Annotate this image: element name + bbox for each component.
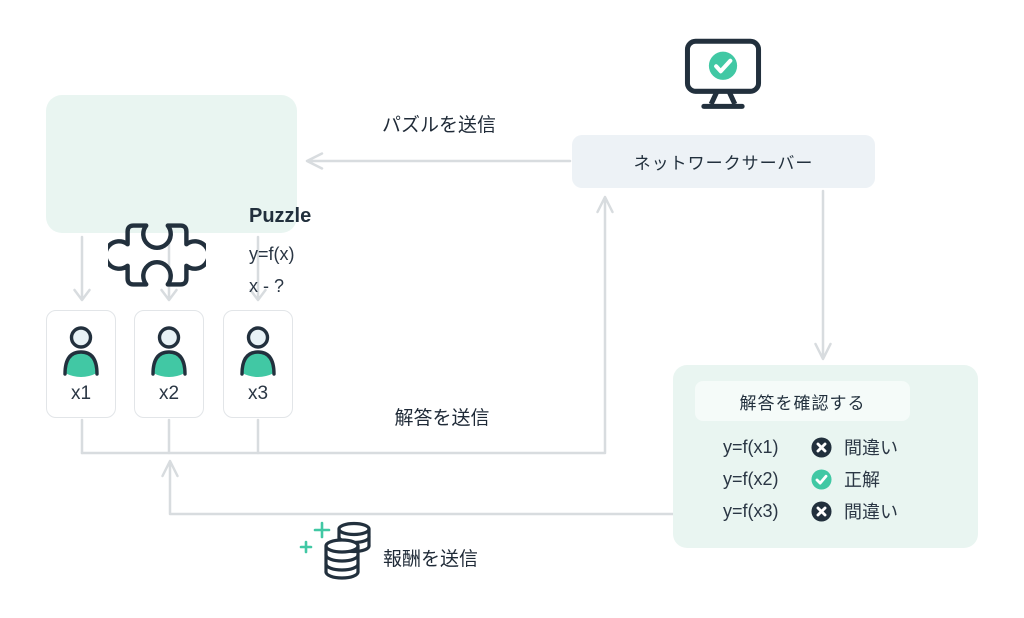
arrow-answer-to-server [80, 195, 614, 455]
puzzle-box: Puzzle y=f(x) x - ? [46, 95, 311, 296]
verify-rows: y=f(x1) 間違い y=f(x2) 正解 y=f(x3) [723, 431, 898, 527]
miner-label: x1 [70, 383, 92, 404]
person-icon [151, 326, 187, 377]
status-label: 正解 [844, 470, 880, 490]
arrow-reward-to-miner [161, 459, 675, 516]
status-label: 間違い [844, 438, 898, 458]
puzzle-piece-icon [108, 223, 206, 287]
miner-card-x3: x3 [223, 310, 293, 418]
verify-row: y=f(x2) 正解 [723, 463, 898, 495]
miner-label: x2 [158, 383, 180, 404]
verify-title: 解答を確認する [695, 381, 910, 421]
line-miner-stubs [80, 418, 260, 455]
puzzle-title: Puzzle [249, 205, 312, 227]
label-send-answer: 解答を送信 [394, 408, 490, 429]
status-label: 間違い [844, 502, 898, 522]
sparkles-icon [299, 521, 331, 554]
cross-circle-icon [811, 500, 832, 522]
miner-card-x1: x1 [46, 310, 116, 418]
puzzle-text-block: Puzzle y=f(x) x - ? [249, 205, 311, 302]
network-server-box: ネットワークサーバー [572, 135, 875, 188]
miner-label: x3 [247, 383, 269, 404]
puzzle-formula: y=f(x) [249, 244, 295, 264]
puzzle-unknown: x - ? [249, 276, 285, 296]
arrow-puzzle-to-x1 [73, 235, 91, 302]
formula-text: y=f(x2) [723, 468, 779, 489]
arrow-server-to-puzzle [305, 152, 572, 170]
monitor-check-icon [684, 38, 762, 109]
label-send-reward: 報酬を送信 [383, 549, 479, 570]
formula-text: y=f(x1) [723, 436, 779, 457]
arrow-puzzle-to-x3 [249, 235, 267, 302]
verify-answers-box: 解答を確認する y=f(x1) 間違い y=f(x2) 正解 y=f(x3) [673, 365, 978, 548]
verify-row: y=f(x1) 間違い [723, 431, 898, 463]
check-circle-icon [811, 468, 832, 490]
coins-icon [299, 521, 371, 580]
verify-row: y=f(x3) 間違い [723, 495, 898, 527]
network-server-label: ネットワークサーバー [633, 154, 814, 173]
person-icon [63, 326, 99, 377]
person-icon [240, 326, 276, 377]
formula-text: y=f(x3) [723, 500, 779, 521]
arrow-server-to-verify [814, 189, 832, 361]
cross-circle-icon [811, 436, 832, 458]
label-send-puzzle: パズルを送信 [381, 115, 496, 136]
miner-card-x2: x2 [134, 310, 204, 418]
